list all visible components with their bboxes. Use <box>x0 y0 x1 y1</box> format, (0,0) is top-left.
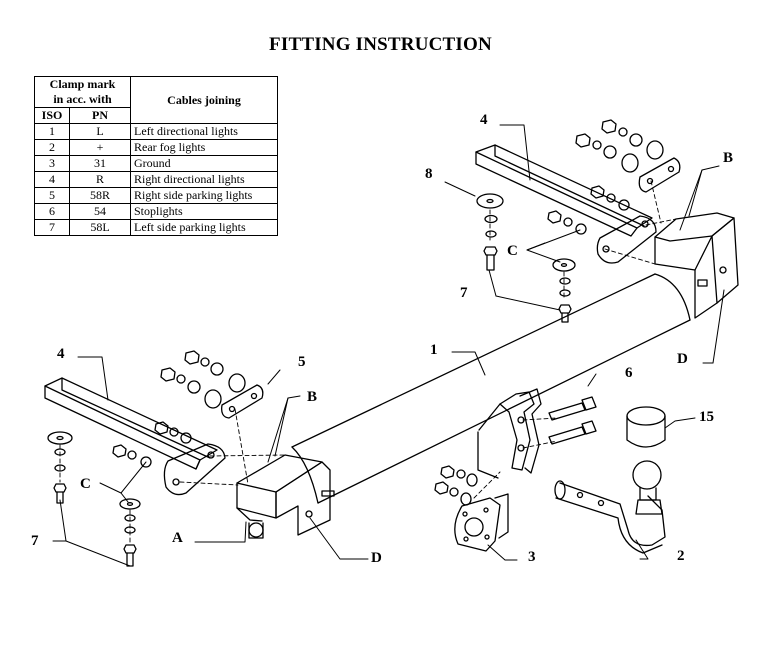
socket-plate <box>454 493 509 552</box>
cable-description-cell: Left directional lights <box>130 123 278 140</box>
callout-c-right: C <box>507 243 518 259</box>
table-subheader-row: ISO PN <box>34 107 278 124</box>
callout-b-left: B <box>307 389 318 405</box>
callout-leader-lines <box>52 124 725 567</box>
callout-a: A <box>172 530 183 546</box>
callout-c-left: C <box>80 476 91 492</box>
page-title: FITTING INSTRUCTION <box>269 34 492 55</box>
bolts-6 <box>548 396 597 445</box>
table-row: 7 58L Left side parking lights <box>34 219 278 236</box>
towing-ball-arm <box>554 460 666 554</box>
right-mounting-bracket <box>475 144 657 264</box>
right-fastener-set-lower <box>547 185 630 235</box>
callout-15: 15 <box>699 409 714 425</box>
cable-description-cell: Left side parking lights <box>130 219 278 236</box>
left-square-receiver <box>236 454 335 539</box>
callout-b-right: B <box>723 150 734 166</box>
callout-4-left: 4 <box>57 346 65 362</box>
left-fastener-set-lower <box>112 421 192 468</box>
table-row: 1 L Left directional lights <box>34 123 278 140</box>
table-row: 2 + Rear fog lights <box>34 139 278 156</box>
callout-8: 8 <box>425 166 433 182</box>
cable-description-cell: Right directional lights <box>130 171 278 188</box>
clamp-mark-header-line1: Clamp mark <box>49 77 116 91</box>
pn-cell: 58L <box>69 219 131 236</box>
callout-d-left: D <box>371 550 382 566</box>
table-row: 3 31 Ground <box>34 155 278 172</box>
cable-joining-table: Clamp mark in acc. with Cables joining I… <box>34 76 278 236</box>
left-fastener-set-upper <box>160 350 246 409</box>
table-header-row: Clamp mark in acc. with Cables joining <box>34 76 278 124</box>
left-side-plate <box>221 384 264 419</box>
callout-3: 3 <box>528 549 536 565</box>
table-row: 6 54 Stoplights <box>34 203 278 220</box>
callout-d-right: D <box>677 351 688 367</box>
ball-cap <box>626 406 666 448</box>
pn-cell: 58R <box>69 187 131 204</box>
assembly-guide-lines <box>59 180 677 544</box>
cables-joining-header: Cables joining <box>130 76 278 124</box>
callout-7-right: 7 <box>460 285 468 301</box>
callout-2: 2 <box>677 548 685 564</box>
pn-header: PN <box>69 107 131 124</box>
right-fastener-set-upper <box>575 119 664 173</box>
callout-4-right: 4 <box>480 112 488 128</box>
callout-5: 5 <box>298 354 306 370</box>
right-vertical-bolt-stacks <box>476 193 576 323</box>
ball-holder-bracket <box>477 388 542 479</box>
callout-6: 6 <box>625 365 633 381</box>
cross-tube <box>291 273 691 504</box>
callout-1: 1 <box>430 342 438 358</box>
callout-7-left: 7 <box>31 533 39 549</box>
right-square-receiver <box>654 212 739 319</box>
clamp-mark-header-line2: in acc. with <box>53 92 112 106</box>
center-fastener-set <box>434 465 478 506</box>
left-mounting-bracket <box>44 377 226 496</box>
table-row: 4 R Right directional lights <box>34 171 278 188</box>
pn-cell: 54 <box>69 203 131 220</box>
right-side-plate <box>638 157 681 193</box>
